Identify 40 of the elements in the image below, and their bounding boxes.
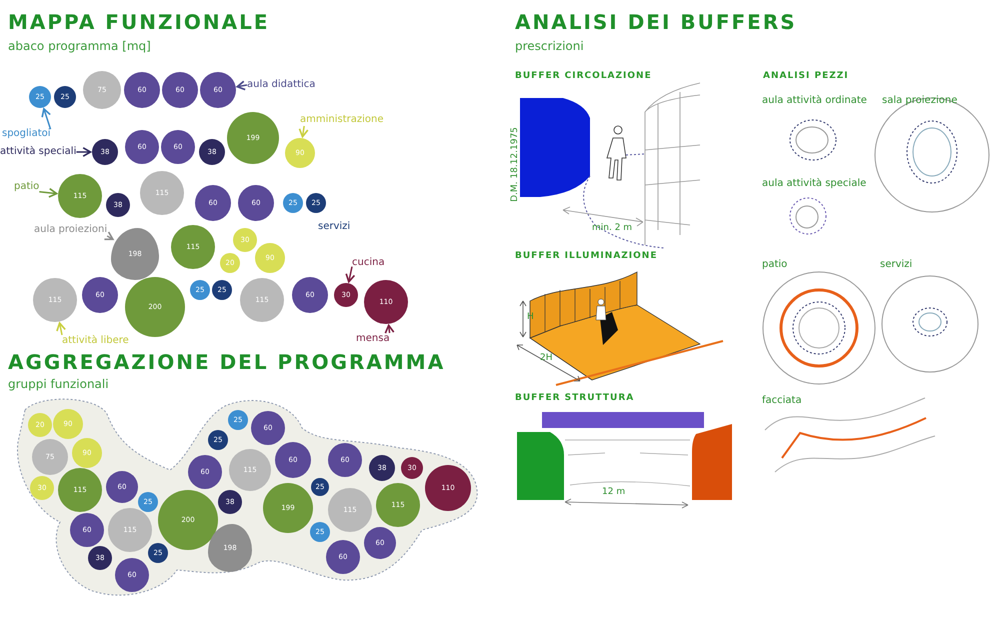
arrow [345,266,356,283]
function-label: patio [14,181,40,193]
arrow [104,231,114,240]
section-subtitle: gruppi funzionali [8,378,109,390]
function-label: spogliatoi [2,128,51,140]
function-label: attività speciali [0,146,76,158]
piece-label: aula attività speciale [762,179,866,189]
function-label: cucina [352,257,385,269]
group-label: servizi [318,222,350,232]
function-label: aula didattica [247,79,316,91]
section-subtitle: prescrizioni [515,40,584,52]
section-title: ANALISI DEI BUFFERS [515,12,797,32]
arrow [384,324,395,334]
section-title: AGGREGAZIONE DEL PROGRAMMA [8,352,446,372]
arrow [76,146,92,158]
arrow [39,188,58,198]
dimension-label: H [527,313,534,322]
piece-label: facciata [762,396,802,406]
arrow [298,126,309,138]
panel-heading: ANALISI PEZZI [763,72,849,81]
piece-label: patio [762,260,788,270]
dimension-label: min. 2 m [592,224,632,233]
piece-label: sala proiezione [882,96,958,106]
arrow [41,108,52,130]
arrow [56,322,66,336]
piece-label: servizi [880,260,912,270]
panel-heading: BUFFER CIRCOLAZIONE [515,72,652,81]
function-label: aula proiezioni [34,224,108,236]
section-subtitle: abaco programma [mq] [8,40,151,52]
dimension-label: 2H [540,354,552,363]
arrow [236,80,248,90]
piece-label: aula attività ordinate [762,96,867,106]
norm-reference: D.M. 18.12.1975 [510,127,520,202]
panel-heading: BUFFER ILLUMINAZIONE [515,252,658,261]
dimension-label: 12 m [602,488,626,497]
function-label: amministrazione [300,114,384,126]
function-label: mensa [356,333,390,345]
function-label: attività libere [62,335,129,347]
section-title: MAPPA FUNZIONALE [8,12,270,32]
panel-heading: BUFFER STRUTTURA [515,394,634,403]
